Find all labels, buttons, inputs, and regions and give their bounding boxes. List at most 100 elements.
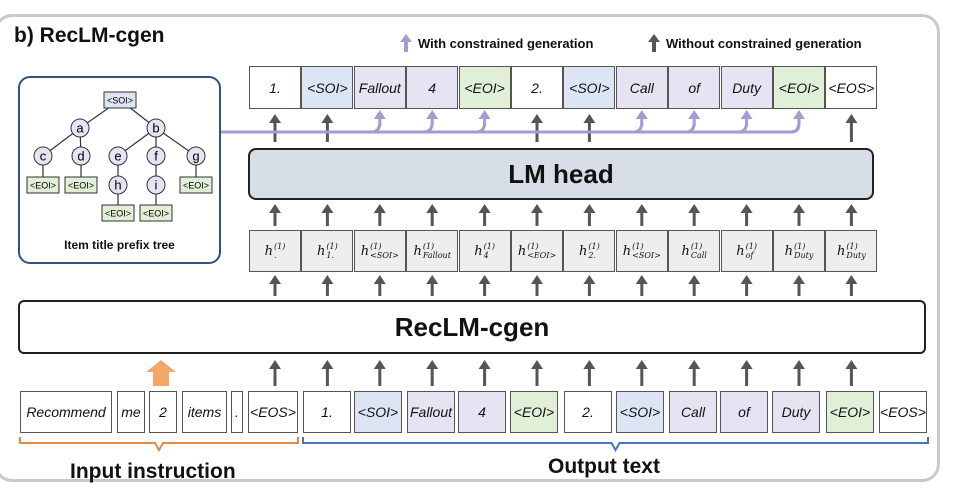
arrow-input-to-reclm-head — [478, 360, 491, 369]
hidden-sub: Fallout — [422, 251, 451, 260]
hidden-sup: (1) — [527, 242, 539, 251]
hidden-sup: (1) — [274, 242, 286, 251]
input-output-token: <EOI> — [826, 391, 874, 433]
arrow-input-to-reclm-head — [373, 360, 386, 369]
arrow-hidden-to-lmhead-head — [740, 204, 753, 213]
arrow-reclm-to-hidden-head — [635, 275, 648, 284]
output-token: 1. — [249, 66, 301, 109]
reclm-cgen-block: RecLM-cgen — [18, 300, 926, 354]
arrow-input-to-reclm-head — [426, 360, 439, 369]
arrow-input-to-reclm-head — [793, 360, 805, 369]
hidden-sup: (1) — [326, 242, 338, 251]
arrow-reclm-to-hidden-head — [740, 275, 753, 284]
input-token: . — [231, 391, 243, 433]
tree-eoi-node-label: <EOI> — [30, 181, 56, 191]
arrow-reclm-to-hidden-head — [426, 275, 439, 284]
hidden-state: h(1)Duty — [773, 230, 825, 272]
tree-node-c-label: c — [40, 149, 47, 164]
tree-node-i — [146, 175, 166, 195]
hidden-state: h(1)2. — [563, 230, 616, 272]
hidden-base: h — [317, 243, 326, 259]
arrow-hidden-to-lmhead-head — [373, 204, 386, 213]
tree-node-a — [70, 118, 90, 138]
tree-node-b — [146, 118, 166, 138]
constrained-branch — [633, 121, 644, 134]
tree-node-g — [186, 146, 206, 166]
output-token: <SOI> — [563, 66, 616, 109]
arrow-reclm-to-hidden-head — [269, 275, 281, 284]
tree-node-g-label: g — [192, 149, 199, 164]
arrow-input-to-reclm-head — [845, 360, 858, 369]
arrow-constrained-head — [635, 110, 648, 119]
arrow-reclm-to-hidden-head — [531, 275, 543, 284]
arrow-hidden-to-lmhead-head — [688, 204, 701, 213]
legend-unconstrained-label: Without constrained generation — [666, 35, 862, 51]
arrow-reclm-to-hidden-head — [793, 275, 805, 284]
arrow-hidden-to-lmhead-head — [478, 204, 491, 213]
tree-node-h-label: h — [114, 178, 121, 193]
input-token: Recommend — [20, 391, 112, 433]
legend-unconstrained: Without constrained generation — [648, 34, 862, 52]
arrow-hidden-to-lmhead-head — [793, 204, 805, 213]
hidden-sub: <EOI> — [527, 251, 557, 260]
hidden-state: h(1). — [249, 230, 301, 272]
output-token: 4 — [406, 66, 459, 109]
arrow-reclm-to-hidden-head — [321, 275, 334, 284]
tree-node-h — [108, 175, 128, 195]
hidden-sup: (1) — [846, 242, 858, 251]
tree-eoi-node — [179, 176, 213, 194]
input-instruction-label: Input instruction — [70, 460, 236, 483]
arrow-hidden-to-lmhead-head — [583, 204, 596, 213]
tree-node-i-label: i — [155, 178, 158, 193]
input-output-token: <EOS> — [879, 391, 927, 433]
input-brace — [19, 437, 299, 453]
hidden-state: h(1)Fallout — [406, 230, 459, 272]
prefix-tree-caption: Item title prefix tree — [64, 238, 175, 252]
output-token: <SOI> — [301, 66, 354, 109]
hidden-sub: Duty — [846, 251, 866, 260]
hidden-state: h(1)Duty — [825, 230, 878, 272]
tree-node-f — [146, 146, 166, 166]
legend-constrained-label: With constrained generation — [418, 35, 594, 51]
hidden-state: h(1)of — [720, 230, 773, 272]
arrow-input-to-reclm-head — [688, 360, 701, 369]
purple-arrow-icon — [400, 34, 412, 52]
hidden-base: h — [517, 243, 527, 259]
legend-constrained: With constrained generation — [400, 34, 593, 52]
hidden-state: h(1)<SOI> — [353, 230, 406, 272]
output-token: Call — [615, 66, 668, 109]
hidden-sup: (1) — [588, 242, 600, 251]
hidden-base: h — [837, 243, 846, 259]
tree-eoi-node-label: <EOI> — [68, 181, 94, 191]
arrow-input-to-reclm-head — [321, 360, 334, 369]
input-output-token: <EOI> — [510, 391, 558, 433]
constrained-branch — [476, 121, 487, 134]
tree-eoi-node-label: <EOI> — [105, 209, 131, 219]
hidden-base: h — [474, 243, 483, 259]
hidden-base: h — [622, 243, 632, 259]
output-text-label: Output text — [548, 455, 660, 478]
hidden-state: h(1)<EOI> — [511, 230, 563, 272]
input-output-token: 4 — [458, 391, 506, 433]
tree-root-node-label: <SOI> — [107, 96, 133, 106]
arrow-reclm-to-hidden-head — [688, 275, 701, 284]
input-output-token: Fallout — [407, 391, 455, 433]
hidden-state: h(1)<SOI> — [615, 230, 668, 272]
arrow-constrained-head — [688, 110, 701, 119]
hidden-sup: (1) — [422, 242, 435, 251]
constrained-branch — [424, 121, 434, 134]
hidden-sup: (1) — [632, 242, 644, 251]
arrow-input-to-reclm-head — [269, 360, 281, 369]
hidden-sup: (1) — [483, 242, 495, 251]
hidden-sub: 2. — [588, 251, 597, 260]
arrow-constrained-head — [373, 110, 386, 119]
tree-root-node — [103, 91, 137, 109]
arrow-hidden-to-lmhead-head — [269, 204, 281, 213]
hidden-base: h — [784, 243, 794, 259]
arrow-input-to-reclm-head — [740, 360, 753, 369]
arrow-reclm-to-hidden-head — [373, 275, 386, 284]
input-output-token: 1. — [303, 391, 351, 433]
constrained-branch — [371, 121, 382, 134]
hidden-sup: (1) — [690, 242, 703, 251]
